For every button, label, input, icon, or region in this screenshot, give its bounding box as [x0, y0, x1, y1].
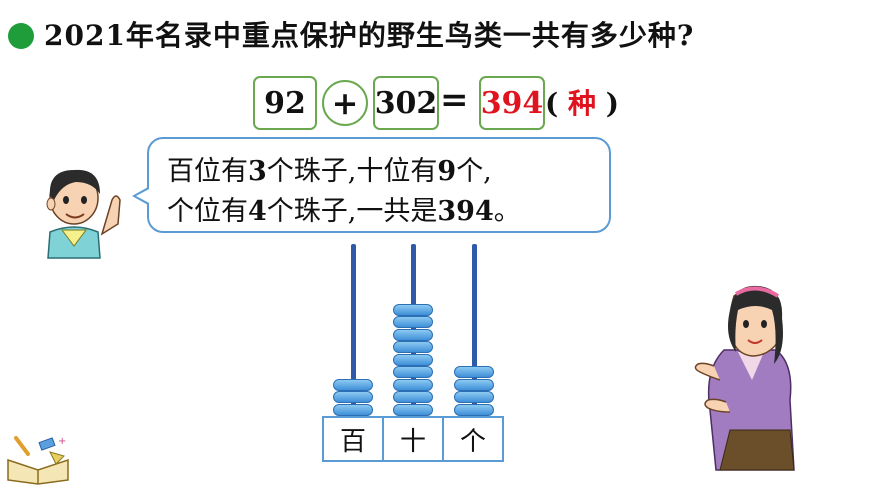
bead-tens — [393, 391, 433, 403]
bead-hundreds — [333, 403, 373, 416]
bead-tens — [393, 353, 433, 366]
addend2-box: 302 — [373, 76, 439, 130]
bead-ones — [454, 403, 494, 416]
result: 394 — [480, 85, 544, 121]
plus-sign: + — [322, 80, 368, 126]
bead-tens — [393, 328, 433, 341]
question-text: 2021年名录中重点保护的野生鸟类一共有多少种? — [44, 19, 695, 52]
unit-label: ( 种 ) — [545, 87, 620, 120]
addend2: 302 — [374, 85, 438, 121]
unit: 种 — [568, 87, 597, 120]
place-label-ones: 个 — [459, 426, 486, 457]
abacus-pole-hundreds — [351, 244, 356, 418]
bead-tens — [393, 378, 433, 391]
bead-ones — [454, 366, 494, 378]
bead-ones — [454, 391, 494, 403]
bead-tens — [393, 341, 433, 353]
abacus: 百 十 个 — [318, 240, 508, 490]
bead-tens — [393, 366, 433, 378]
speech-bubble: 百位有3个珠子,十位有9个, 个位有4个珠子,一共是394。 — [147, 137, 611, 233]
green-bullet-icon — [8, 23, 34, 49]
bead-hundreds — [333, 391, 373, 403]
addend1-box: 92 — [253, 76, 317, 130]
book-icon: + — [7, 436, 69, 485]
bead-hundreds — [333, 378, 373, 391]
speech-line-2: 个位有4个珠子,一共是394。 — [167, 196, 521, 227]
bead-ones — [454, 378, 494, 391]
abacus-base: 百 十 个 — [322, 416, 504, 462]
abacus-pole-ones — [472, 244, 477, 418]
svg-text:+: + — [58, 436, 66, 447]
bead-tens — [393, 316, 433, 328]
teacher-figure — [694, 285, 795, 471]
equation: 92 + 302 = 394 ( 种 ) — [253, 76, 653, 132]
bead-tens — [393, 403, 433, 416]
place-label-hundreds: 百 — [324, 418, 384, 460]
addend1: 92 — [264, 85, 306, 121]
speech-line-1: 百位有3个珠子,十位有9个, — [167, 156, 492, 187]
equals-sign: = — [440, 80, 469, 120]
bead-tens — [393, 303, 433, 316]
place-label-tens: 十 — [384, 418, 444, 460]
result-box: 394 — [479, 76, 545, 130]
boy-figure — [46, 169, 121, 259]
